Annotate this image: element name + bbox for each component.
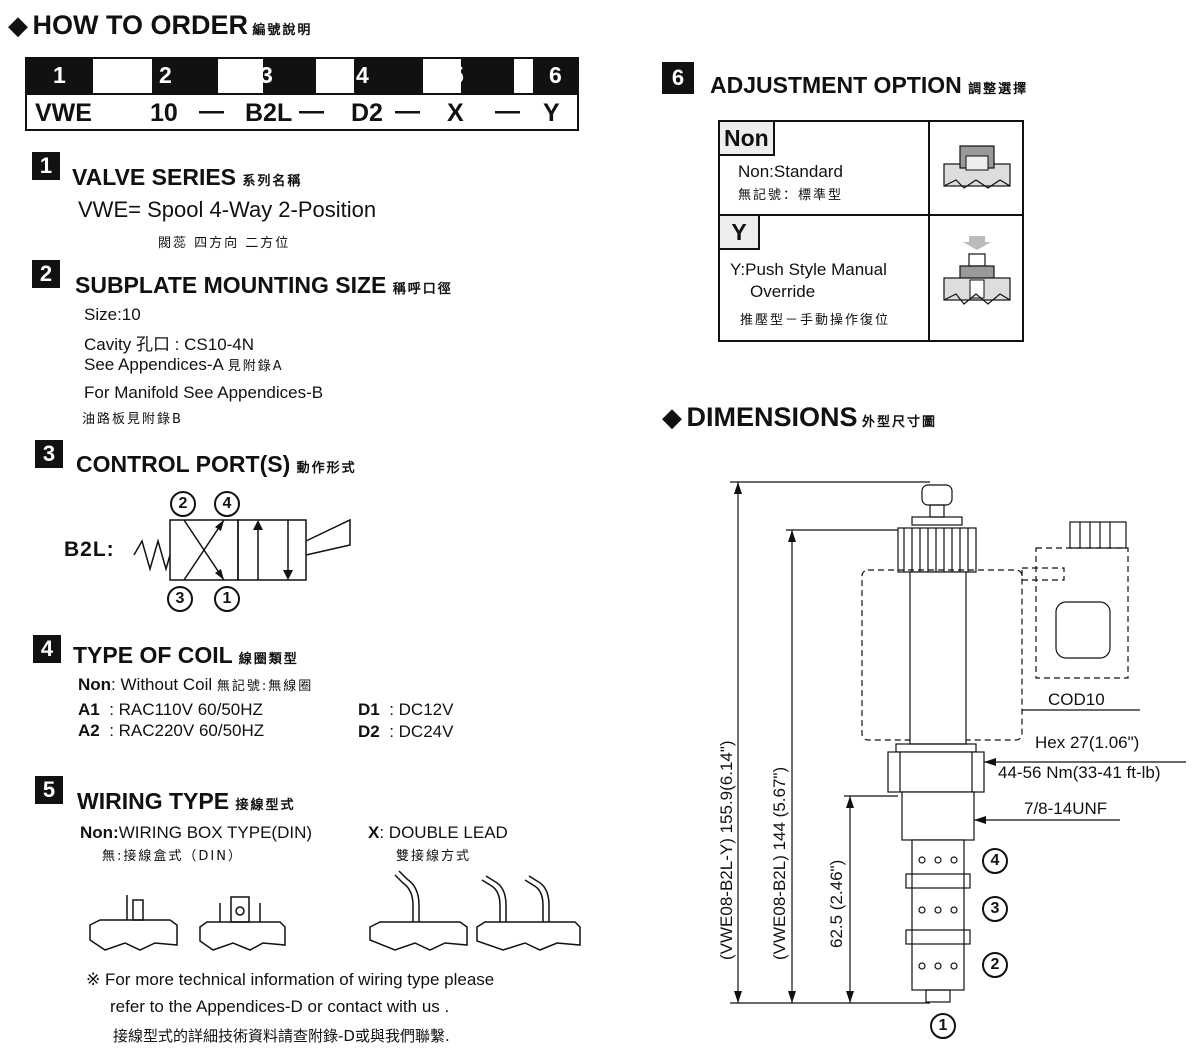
subplate-heading: 2 — [32, 260, 60, 288]
subplate-manifold: For Manifold See Appendices-B — [84, 383, 324, 402]
dim-port-1: 1 — [930, 1013, 956, 1039]
order-positions-bar: 1 2 3 4 5 6 — [27, 59, 577, 93]
adjustment-title: ADJUSTMENT OPTION 調整選擇 — [710, 72, 1029, 98]
solenoid-icon — [305, 518, 351, 556]
push-override-icon — [943, 236, 1011, 305]
order-code-size: 10 — [150, 99, 178, 127]
how-to-order-title: HOW TO ORDER — [32, 10, 248, 40]
valve-series-title: VALVE SERIES 系列名稱 — [72, 164, 303, 190]
section-number-2: 2 — [32, 260, 60, 288]
order-code-coil: D2 — [351, 99, 383, 127]
section-number-3: 3 — [35, 440, 63, 468]
coil-non: Non: Without Coil 無記號:無線圈 — [78, 675, 314, 694]
order-dash: — — [495, 97, 520, 125]
din-connector-icon — [199, 896, 286, 951]
order-dash: — — [199, 97, 224, 125]
valve-symbol-diagram — [133, 518, 351, 581]
subplate-manifold-zh: 油路板見附錄B — [82, 412, 183, 427]
wiring-x-zh: 雙接線方式 — [396, 849, 472, 864]
coil-a1: A1 : RAC110V 60/50HZ — [78, 700, 263, 719]
order-pos-4: 4 — [356, 62, 369, 88]
wiring-x: X: DOUBLE LEAD — [368, 823, 508, 842]
wiring-title: WIRING TYPE 接線型式 — [77, 788, 296, 814]
valve-series-heading: 1 — [32, 152, 60, 180]
option-y-zh: 推壓型－手動操作復位 — [740, 313, 891, 328]
subplate-size: Size:10 — [84, 305, 141, 324]
port-circle-1: 1 — [214, 586, 240, 612]
order-pos-6: 6 — [549, 62, 562, 88]
wiring-note-line1: ※ For more technical information of wiri… — [86, 970, 495, 989]
order-code-table: 1 2 3 4 5 6 VWE 10 — B2L — D2 — X — Y — [25, 57, 579, 131]
wiring-non: Non:WIRING BOX TYPE(DIN) — [80, 823, 313, 842]
dim-port-4: 4 — [982, 848, 1008, 874]
dim-hex-label: Hex 27(1.06") — [1035, 733, 1140, 752]
valve-series-desc-zh: 閥蕊 四方向 二方位 — [158, 236, 291, 251]
order-code-wiring: X — [447, 99, 464, 127]
diamond-icon: ◆ — [662, 402, 682, 432]
dim-port-3: 3 — [982, 896, 1008, 922]
how-to-order-title-zh: 編號說明 — [252, 23, 313, 38]
port-circle-4: 4 — [214, 491, 240, 517]
subplate-see-a: See Appendices-A 見附錄A — [84, 355, 284, 374]
adjustment-heading: 6 — [662, 62, 694, 94]
dim-cod-label: COD10 — [1048, 690, 1105, 709]
subplate-title: SUBPLATE MOUNTING SIZE 稱呼口徑 — [75, 272, 453, 298]
subplate-cavity: Cavity 孔口 : CS10-4N — [84, 335, 255, 354]
option-y-desc2: Override — [750, 282, 816, 301]
wiring-note-zh: 接線型式的詳細技術資料請查附錄-D或與我們聯繫. — [113, 1027, 450, 1045]
coil-title: TYPE OF COIL 線圈類型 — [73, 642, 299, 668]
wiring-non-zh: 無:接線盒式（DIN） — [102, 849, 243, 864]
control-port-label: B2L: — [64, 538, 115, 561]
order-code-control: B2L — [245, 99, 293, 127]
dimensions-heading: ◆ DIMENSIONS 外型尺寸圖 — [662, 402, 937, 432]
dim-port-2: 2 — [982, 952, 1008, 978]
dim-cartridge-length: 62.5 (2.46") — [827, 859, 846, 948]
dim-thread-label: 7/8-14UNF — [1024, 799, 1108, 818]
section-number-6: 6 — [662, 62, 694, 94]
wiring-heading: 5 — [35, 776, 63, 804]
order-dash: — — [395, 97, 420, 125]
order-dash: — — [299, 97, 324, 125]
order-code-adjust: Y — [543, 99, 560, 127]
din-connector-icon — [89, 895, 178, 951]
option-non-zh: 無記號：標準型 — [738, 188, 844, 203]
wiring-illustrations — [89, 870, 581, 951]
double-lead-icon — [369, 870, 468, 951]
coil-heading: 4 — [33, 635, 61, 663]
dim-total-length: (VWE08-B2L-Y) 155.9(6.14") — [717, 740, 736, 960]
dimension-drawing — [730, 481, 1186, 1004]
section-number-5: 5 — [35, 776, 63, 804]
order-code-series: VWE — [35, 99, 92, 127]
option-y-code: Y — [720, 216, 760, 250]
coil-d1: D1 : DC12V — [358, 700, 454, 719]
standard-adjust-icon — [943, 145, 1011, 189]
coil-d2: D2 : DC24V — [358, 722, 454, 741]
dim-torque-label: 44-56 Nm(33-41 ft-lb) — [998, 763, 1161, 782]
double-lead-icon — [476, 875, 581, 951]
adjustment-table: Non Non:Standard 無記號：標準型 Y Y:Push Style … — [718, 120, 1024, 342]
control-port-title: CONTROL PORT(S) 動作形式 — [76, 451, 357, 477]
port-circle-3: 3 — [167, 586, 193, 612]
spring-icon — [133, 538, 171, 572]
option-non-desc: Non:Standard — [738, 162, 843, 181]
order-pos-2: 2 — [159, 62, 172, 88]
dim-b2l-length: (VWE08-B2L) 144 (5.67") — [770, 766, 789, 960]
port-circle-2: 2 — [170, 491, 196, 517]
order-pos-3: 3 — [260, 62, 273, 88]
section-number-1: 1 — [32, 152, 60, 180]
option-y-desc: Y:Push Style Manual — [730, 260, 887, 279]
wiring-note-line2: refer to the Appendices-D or contact wit… — [110, 997, 450, 1016]
diamond-icon: ◆ — [8, 10, 28, 40]
control-port-heading: 3 — [35, 440, 63, 468]
option-non-code: Non — [720, 122, 775, 156]
order-pos-5: 5 — [451, 62, 464, 88]
valve-series-desc: VWE= Spool 4-Way 2-Position — [78, 197, 377, 222]
section-number-4: 4 — [33, 635, 61, 663]
order-pos-1: 1 — [53, 62, 66, 88]
coil-a2: A2 : RAC220V 60/50HZ — [78, 721, 265, 740]
how-to-order-heading: ◆ HOW TO ORDER 編號說明 — [8, 10, 312, 41]
